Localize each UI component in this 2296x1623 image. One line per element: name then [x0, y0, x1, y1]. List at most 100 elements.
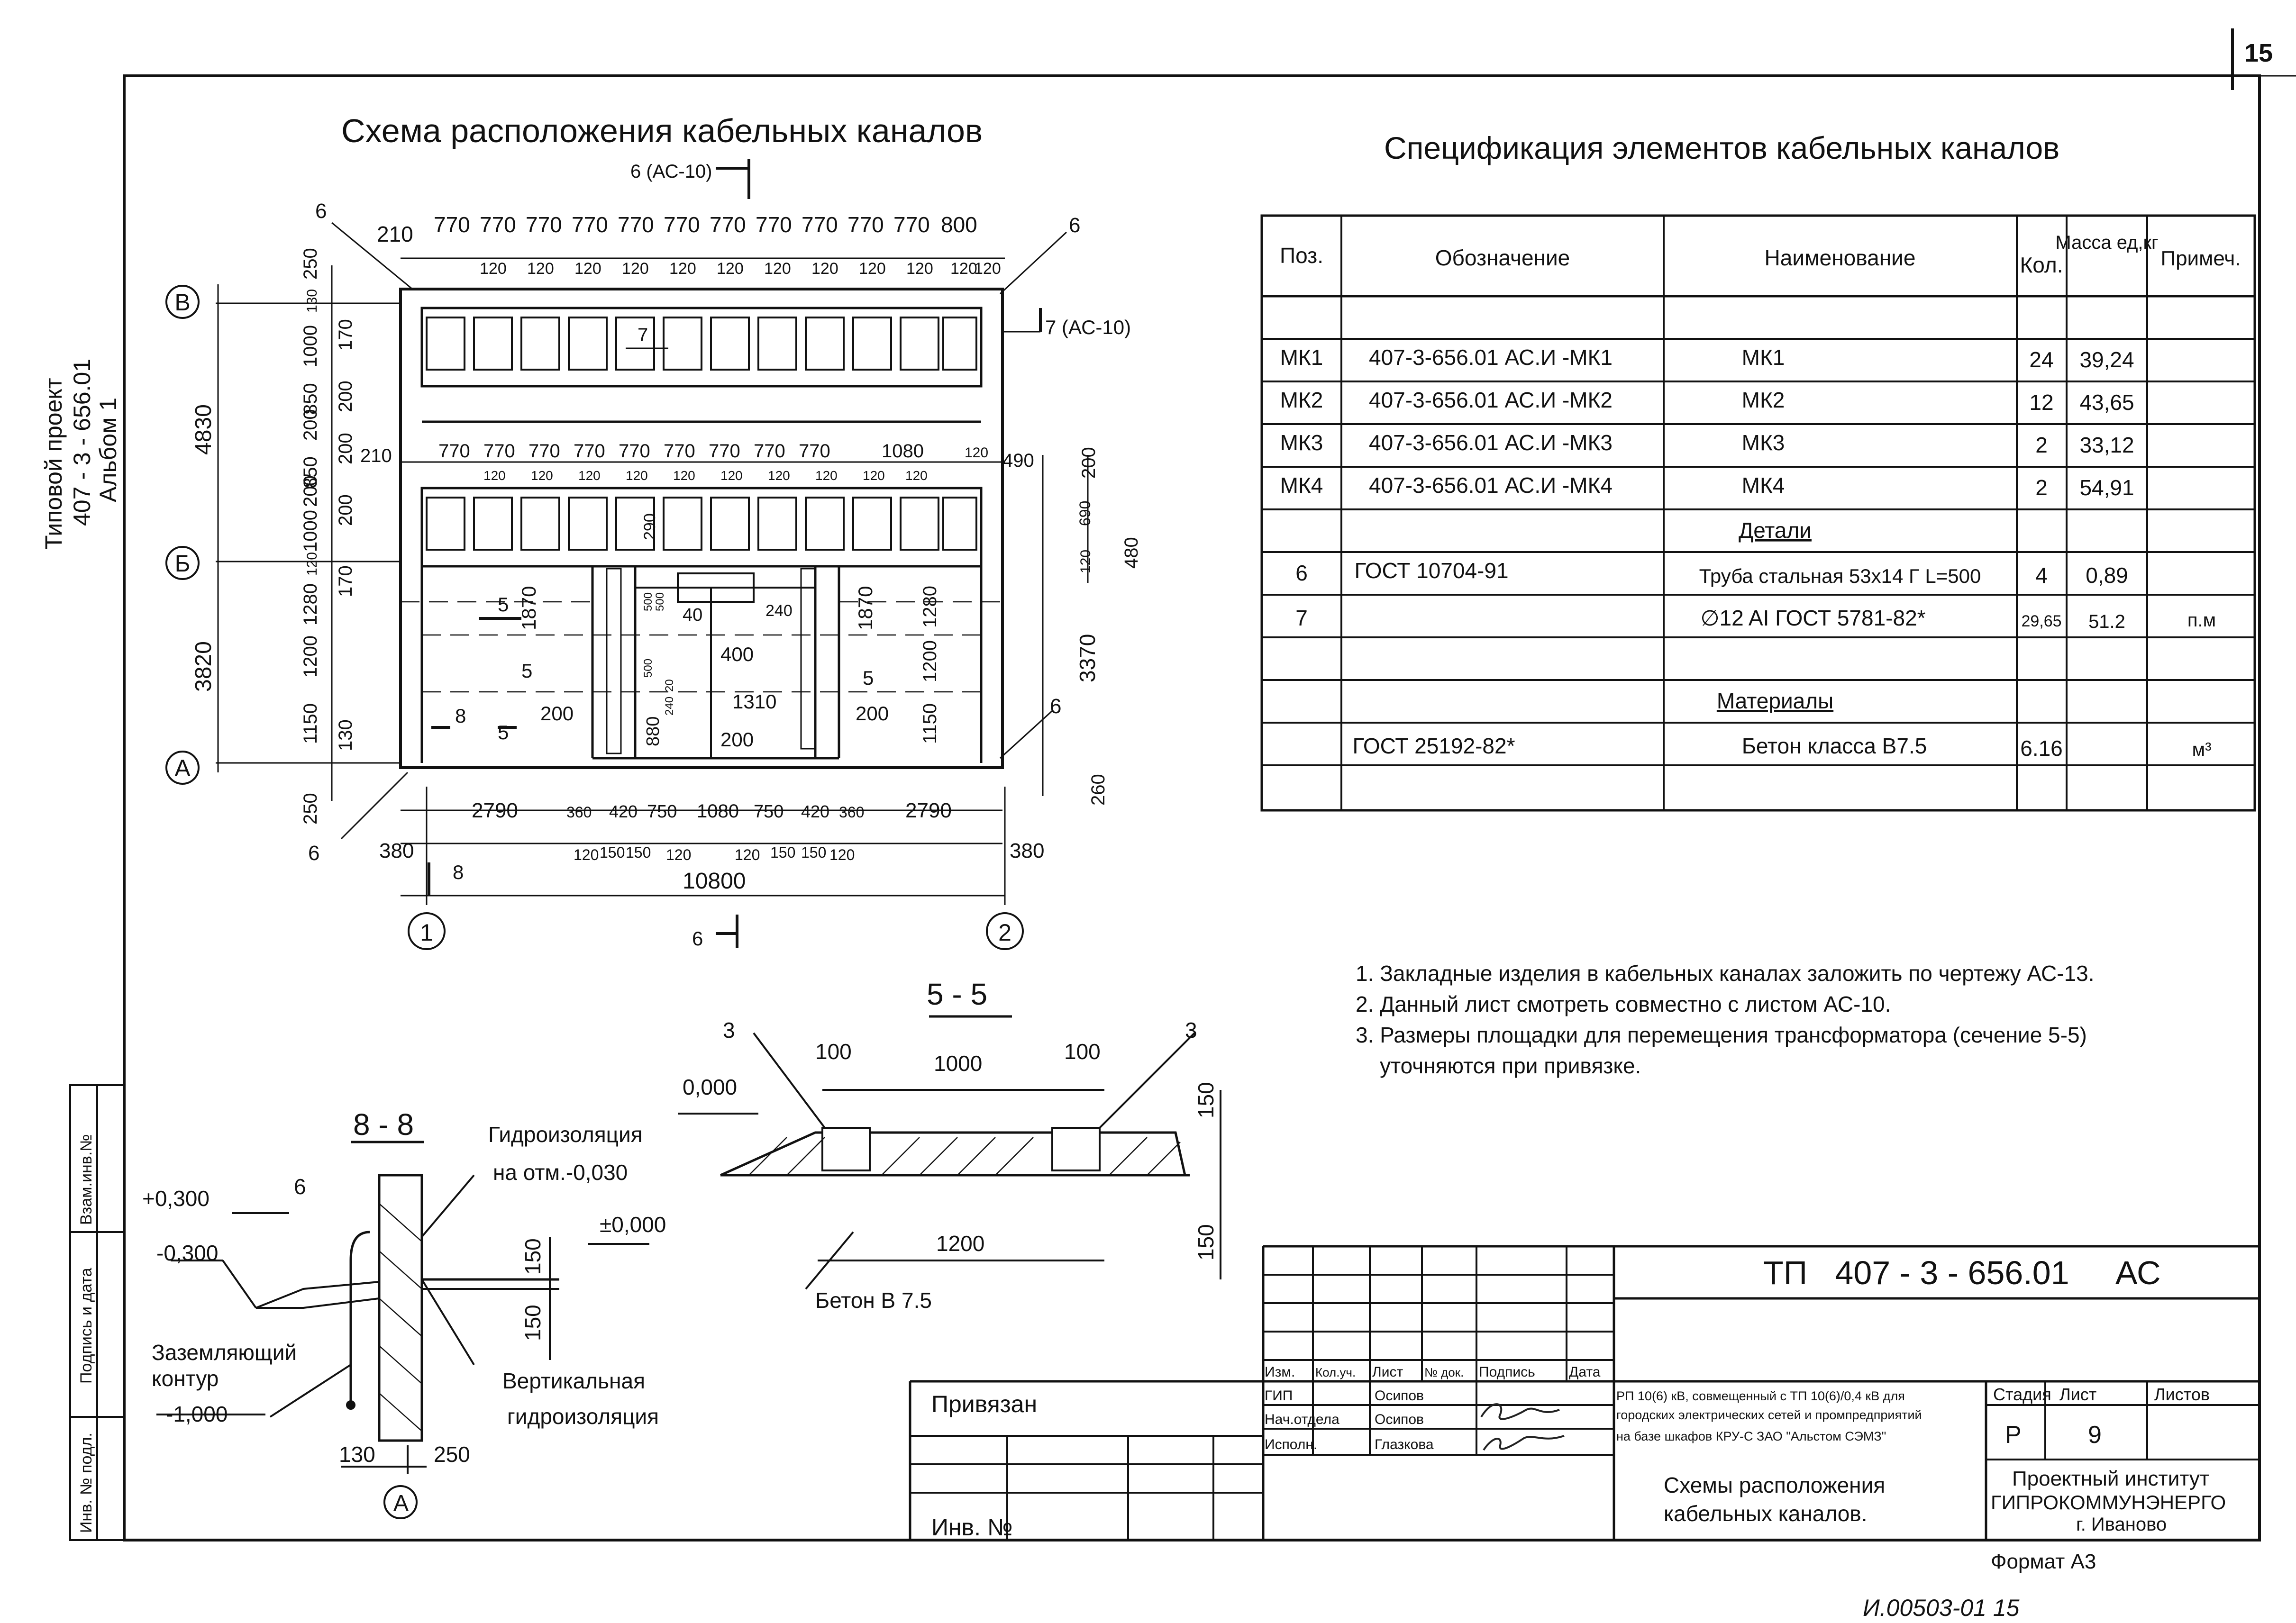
tb-stage-header: Стадия [1993, 1385, 2051, 1404]
inner-label-6: 8 [455, 705, 466, 727]
inner-label-9: 200 [720, 728, 754, 751]
bottom-sub-1: 150 [600, 844, 625, 861]
section-5-5-title: 5 - 5 [927, 977, 987, 1011]
tb-title-2: кабельных каналов. [1664, 1501, 1868, 1526]
bottom-dim-0: 2790 [472, 799, 518, 822]
tb-role-gip: ГИП [1265, 1388, 1293, 1404]
section-8-8-level-2: ±0,000 [600, 1212, 666, 1237]
mid-dim-8: 770 [754, 441, 785, 462]
top-sub-dim-0: 120 [480, 260, 507, 278]
axis-v: В [174, 289, 190, 316]
spec-header-note: Примеч. [2160, 247, 2241, 270]
section-8-8-level-0: +0,300 [142, 1186, 210, 1211]
top-dim-9: 770 [802, 212, 838, 237]
top-sub-dim-11: 120 [974, 260, 1001, 278]
section-mark-top: 6 (АС-10) [630, 161, 712, 182]
inner-label-17: 7 [638, 325, 648, 345]
section-8-8 [156, 1141, 649, 1519]
plan-drawing [165, 159, 1089, 950]
section-8-8-labels: 8 - 8 +0,300 -0,300 ±0,000 -1,000 Гидрои… [142, 1107, 666, 1516]
left-dim-outer-0: 4830 [191, 404, 216, 455]
mid-sub-dim-5: 120 [720, 468, 743, 483]
spec-r10-qty: 6.16 [2020, 736, 2063, 761]
title-block: ТП 407 - 3 - 656.01 АС Привязан Инв. № И… [931, 1254, 2226, 1541]
section-8-8-label-2: Заземляющий [152, 1340, 297, 1365]
spec-r1-name: МК1 [1742, 345, 1785, 370]
drawing-frame [123, 74, 2261, 1541]
axis-a: А [174, 755, 191, 781]
section-5-5-labels: 5 - 5 100 1000 100 1200 150 150 0,000 3 … [683, 977, 1218, 1313]
tb-org-1: Проектный институт [2012, 1467, 2209, 1490]
plan-labels: 6 (АС-10) 7 (АС-10) 6 210 770 770 770 77… [174, 161, 1142, 950]
left-dim-inner-7: 1000 [300, 510, 321, 552]
left-dim-inner-5: 850 [300, 456, 321, 488]
spec-r1-des: 407-3-656.01 АС.И -МК1 [1369, 345, 1613, 370]
top-dim-8: 770 [756, 212, 792, 237]
section-5-5-concrete: Бетон В 7.5 [815, 1288, 932, 1313]
top-sub-dim-10: 120 [950, 260, 977, 278]
callout-6-bottom-right: 6 [1050, 695, 1061, 718]
tb-head-doc: № док. [1424, 1365, 1464, 1379]
left-dim-inner-11: 1150 [300, 703, 321, 744]
spec-r4-des: 407-3-656.01 АС.И -МК4 [1369, 473, 1613, 498]
section-5-5-dim-h1: 150 [1194, 1082, 1218, 1118]
inner-label-1: 1870 [854, 586, 876, 630]
tb-head-list: Лист [1372, 1364, 1403, 1380]
inner-label-5: 5 [498, 721, 509, 743]
spec-r3-des: 407-3-656.01 АС.И -МК3 [1369, 430, 1613, 455]
top-dim-6: 770 [664, 212, 700, 237]
right-dim-8: 260 [1088, 774, 1109, 806]
section-8-8-label-4: Вертикальная [502, 1369, 645, 1393]
mid-sub-dim-1: 120 [531, 468, 553, 483]
section-8-8-label-0: Гидроизоляция [488, 1122, 643, 1147]
top-sub-dim-5: 120 [717, 260, 744, 278]
bottom-dim-5: 750 [754, 802, 784, 822]
section-8-8-level-3: -1,000 [166, 1402, 228, 1426]
bottom-sub-0: 120 [574, 846, 599, 863]
spec-r7-mass: 51.2 [2088, 611, 2125, 632]
mid-dim-9: 770 [799, 441, 830, 462]
inner-label-10: 200 [856, 702, 889, 725]
mid-sub-dim-4: 120 [673, 468, 695, 483]
tb-head-izm: Изм. [1265, 1364, 1295, 1380]
inner-label-7: 8 [453, 861, 464, 883]
tb-stage: Р [2005, 1421, 2022, 1449]
spec-r6-mass: 0,89 [2086, 563, 2128, 588]
inner-small-0: 500 [642, 592, 655, 611]
tb-name-exec: Глазкова [1375, 1437, 1434, 1452]
section-5-5-dim-mid: 1000 [934, 1051, 982, 1076]
right-dim-2: 120 [1078, 550, 1093, 573]
mid-sub-dim-9: 120 [905, 468, 928, 483]
spec-r4-mass: 54,91 [2079, 475, 2134, 500]
left-small-0: 170 [335, 319, 356, 351]
tb-sheet: 9 [2088, 1421, 2102, 1449]
tb-desc-1: РП 10(6) кВ, совмещенный с ТП 10(6)/0,4 … [1616, 1389, 1905, 1403]
spec-r6-pos: 6 [1295, 561, 1308, 585]
tb-desc-3: на базе шкафов КРУ-С ЗАО "Альстом СЭМЗ" [1616, 1429, 1886, 1443]
bottom-dim-4: 1080 [697, 801, 739, 822]
top-sub-dim-3: 120 [622, 260, 649, 278]
top-dim-11: 770 [893, 212, 930, 237]
section-5-5-mark-right: 3 [1185, 1018, 1197, 1043]
tb-role-exec: Исполн. [1265, 1437, 1317, 1452]
left-small-4: 170 [335, 565, 356, 597]
note-2: 2. Данный лист смотреть совместно с лист… [1356, 992, 1891, 1016]
left-dim-inner-1: 130 [304, 289, 320, 313]
section-8-8-label-1: на отм.-0,030 [493, 1160, 628, 1185]
tb-head-kol: Кол.уч. [1315, 1365, 1356, 1379]
bottom-dim-1: 360 [566, 804, 592, 821]
format-label: Формат А3 [1991, 1550, 2096, 1573]
section-5-5-dim-h2: 150 [1194, 1224, 1218, 1260]
inner-label-13: 880 [643, 716, 663, 746]
spec-r6-name: Труба стальная 53х14 Г L=500 [1699, 565, 1981, 587]
section-8-8-dim-1: 150 [520, 1305, 545, 1341]
inner-small-2: 500 [642, 659, 655, 678]
tb-role-head: Нач.отдела [1265, 1412, 1339, 1427]
section-8-8-dim-0: 150 [520, 1238, 545, 1275]
left-dim-inner-2: 1000 [300, 325, 321, 367]
inner-label-14: 40 [683, 605, 702, 625]
bottom-dim-3: 750 [647, 802, 677, 822]
section-5-5-dim-right: 100 [1064, 1039, 1101, 1064]
title-block-bound: Привязан [931, 1391, 1037, 1417]
bottom-dim-2: 420 [609, 802, 638, 821]
